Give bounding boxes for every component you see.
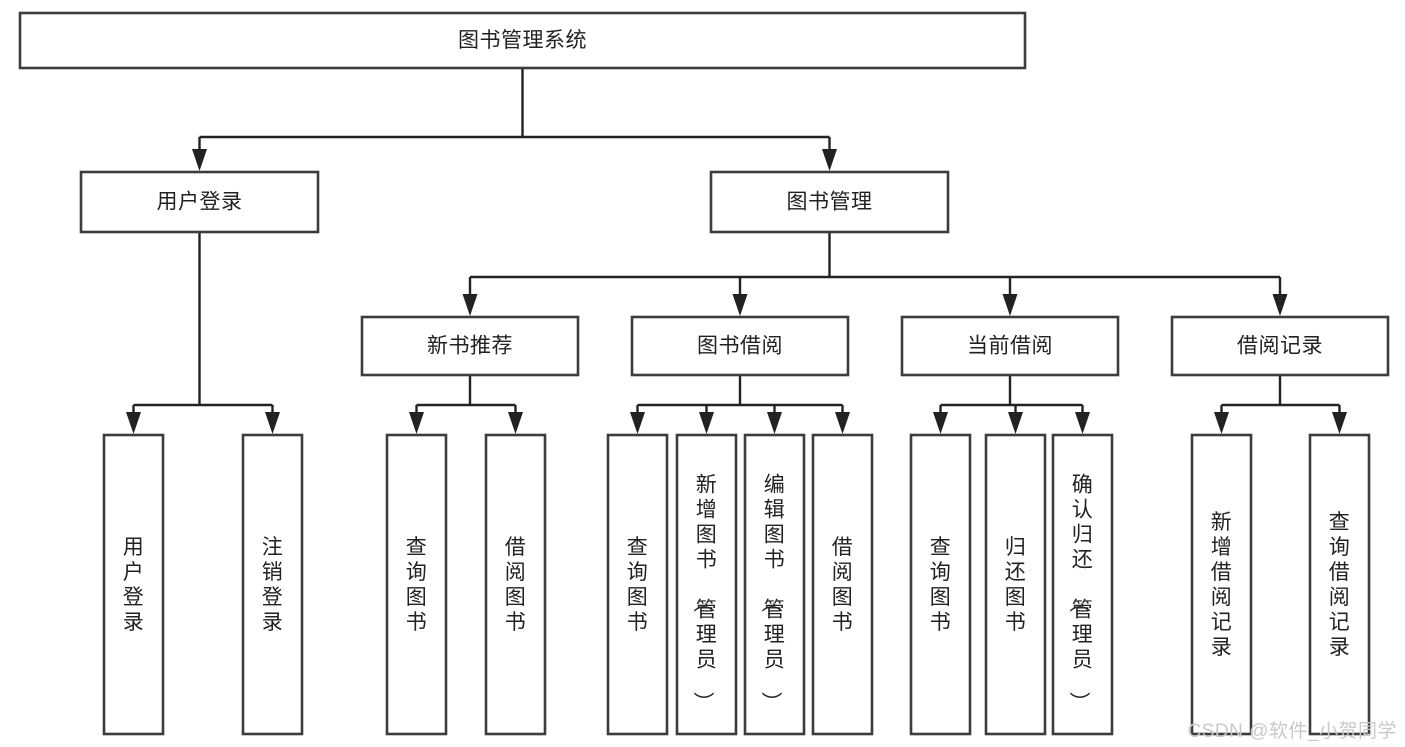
node-leaf-add-book[interactable]: 新增图书（管理员） — [675, 433, 738, 736]
node-leaf-query-book-2[interactable]: 查询图书 — [606, 433, 669, 736]
node-label: 借阅图书 — [832, 536, 854, 634]
node-box[interactable] — [630, 315, 850, 377]
arrowhead-icon — [1075, 412, 1090, 434]
node-leaf-query-book-1[interactable]: 查询图书 — [385, 433, 448, 736]
node-label: 当前借阅 — [967, 335, 1053, 358]
nodes-layer: 图书管理系统用户登录图书管理新书推荐图书借阅当前借阅借阅记录用户登录注销登录查询… — [18, 11, 1390, 736]
node-leaf-confirm-return[interactable]: 确认归还（管理员） — [1051, 433, 1114, 736]
edge-group-book-borrow — [630, 375, 850, 434]
arrowhead-icon — [1002, 294, 1018, 316]
csdn-watermark: CSDN @软件_小贺同学 — [1187, 721, 1397, 742]
edge-group-borrow-record — [1214, 375, 1347, 434]
arrowhead-icon — [1332, 412, 1347, 434]
arrowhead-icon — [1214, 412, 1229, 434]
node-new-book-rec[interactable]: 新书推荐 — [360, 315, 580, 377]
node-label: 编辑图书（管理员） — [759, 474, 786, 714]
node-book-manage[interactable]: 图书管理 — [709, 170, 950, 234]
arrowhead-icon — [699, 412, 714, 434]
arrowhead-icon — [126, 412, 141, 434]
node-box[interactable] — [1190, 433, 1253, 736]
node-box[interactable] — [79, 170, 320, 234]
node-leaf-add-record[interactable]: 新增借阅记录 — [1190, 433, 1253, 736]
node-box[interactable] — [811, 433, 874, 736]
arrowhead-icon — [192, 149, 207, 171]
node-label: 用户登录 — [123, 536, 145, 634]
node-box[interactable] — [1051, 433, 1114, 736]
node-label: 图书管理系统 — [458, 29, 587, 52]
node-leaf-query-book-3[interactable]: 查询图书 — [909, 433, 972, 736]
node-label: 注销登录 — [262, 536, 284, 634]
arrowhead-icon — [933, 412, 948, 434]
node-box[interactable] — [743, 433, 806, 736]
node-leaf-borrow-book-2[interactable]: 借阅图书 — [811, 433, 874, 736]
node-label: 确认归还（管理员） — [1067, 474, 1094, 714]
arrowhead-icon — [822, 149, 837, 171]
node-box[interactable] — [360, 315, 580, 377]
node-label: 查询图书 — [406, 536, 428, 634]
arrowhead-icon — [462, 294, 478, 316]
arrowhead-icon — [508, 412, 523, 434]
arrowhead-icon — [732, 294, 748, 316]
node-box[interactable] — [1170, 315, 1390, 377]
edge-group-user-login — [126, 232, 280, 434]
arrowhead-icon — [265, 412, 280, 434]
node-root[interactable]: 图书管理系统 — [18, 11, 1027, 70]
edge-group-new-book-rec — [409, 375, 523, 434]
node-current-borrow[interactable]: 当前借阅 — [900, 315, 1120, 377]
node-leaf-query-record[interactable]: 查询借阅记录 — [1308, 433, 1371, 736]
node-leaf-logout[interactable]: 注销登录 — [241, 433, 304, 736]
node-user-login[interactable]: 用户登录 — [79, 170, 320, 234]
edge-group-book-manage — [462, 232, 1288, 316]
node-label: 归还图书 — [1005, 536, 1027, 634]
arrowhead-icon — [1008, 412, 1023, 434]
node-book-borrow[interactable]: 图书借阅 — [630, 315, 850, 377]
node-leaf-edit-book[interactable]: 编辑图书（管理员） — [743, 433, 806, 736]
edge-group-current-borrow — [933, 375, 1090, 434]
node-label: 新增图书（管理员） — [691, 474, 718, 714]
node-box[interactable] — [709, 170, 950, 234]
node-box[interactable] — [909, 433, 972, 736]
node-label: 新增借阅记录 — [1211, 511, 1233, 659]
node-box[interactable] — [18, 11, 1027, 70]
node-box[interactable] — [1308, 433, 1371, 736]
arrowhead-icon — [835, 412, 850, 434]
node-label: 借阅记录 — [1237, 335, 1323, 358]
node-leaf-borrow-book-1[interactable]: 借阅图书 — [484, 433, 547, 736]
edges-layer — [126, 68, 1347, 434]
node-leaf-return-book[interactable]: 归还图书 — [984, 433, 1047, 736]
node-leaf-user-login[interactable]: 用户登录 — [102, 433, 165, 736]
arrowhead-icon — [409, 412, 424, 434]
node-label: 图书借阅 — [697, 335, 783, 358]
arrowhead-icon — [767, 412, 782, 434]
node-box[interactable] — [984, 433, 1047, 736]
node-box[interactable] — [241, 433, 304, 736]
node-borrow-record[interactable]: 借阅记录 — [1170, 315, 1390, 377]
node-label: 新书推荐 — [427, 335, 513, 358]
node-label: 图书管理 — [787, 191, 873, 214]
node-label: 查询图书 — [930, 536, 952, 634]
node-box[interactable] — [675, 433, 738, 736]
node-box[interactable] — [606, 433, 669, 736]
arrowhead-icon — [1272, 294, 1288, 316]
node-label: 借阅图书 — [505, 536, 527, 634]
node-label: 查询图书 — [627, 536, 649, 634]
edge-group-root — [192, 68, 837, 171]
node-box[interactable] — [484, 433, 547, 736]
node-label: 查询借阅记录 — [1329, 511, 1351, 659]
node-box[interactable] — [385, 433, 448, 736]
node-box[interactable] — [102, 433, 165, 736]
node-label: 用户登录 — [157, 191, 243, 214]
node-box[interactable] — [900, 315, 1120, 377]
arrowhead-icon — [630, 412, 645, 434]
